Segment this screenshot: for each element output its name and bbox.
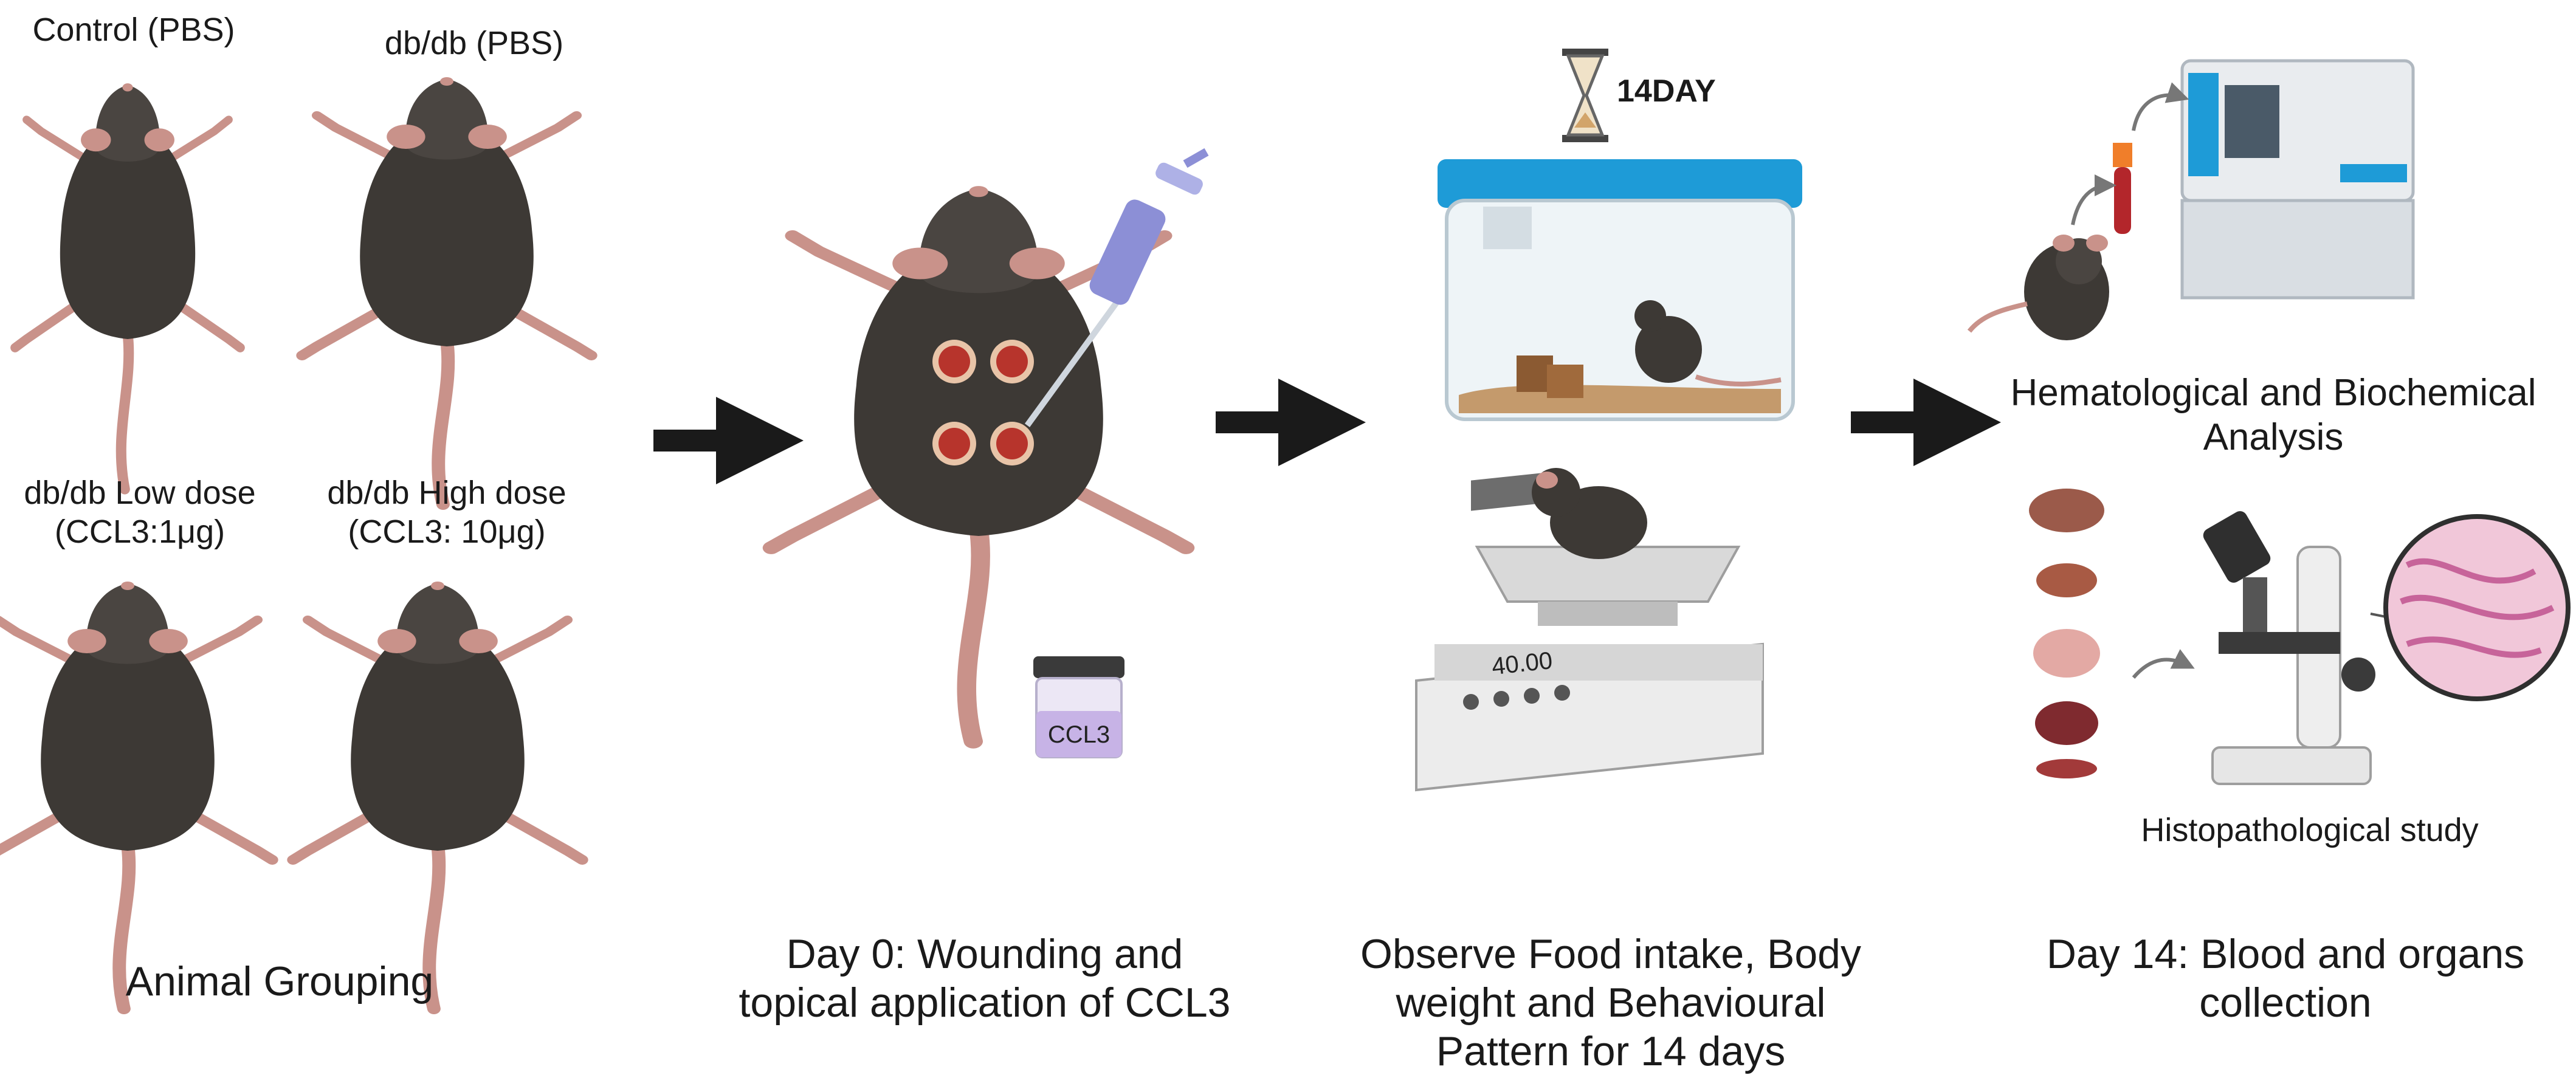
organ-icons [2029, 489, 2104, 778]
microscope-icon [2203, 511, 2375, 785]
arrow-tube-to-analyzer [2132, 82, 2189, 131]
caption-collection: Day 14: Blood and organs collection [2046, 931, 2525, 1026]
caption-animal-grouping: Animal Grouping [125, 958, 434, 1004]
mouse-sitting [1967, 235, 2109, 340]
kidney-icon [2036, 563, 2097, 597]
blood-tube [2113, 143, 2132, 234]
caption-day0: Day 0: Wounding and topical application … [739, 931, 1231, 1026]
tissue-magnifier [2370, 514, 2571, 701]
ccl3-vial: CCL3 [1033, 656, 1124, 758]
analyzer-machine [2180, 59, 2415, 300]
pipette-icon [1024, 148, 1209, 427]
arrow-organs-to-microscope [2132, 649, 2195, 679]
scale-display: 40.00 [1490, 647, 1554, 680]
lung-icon [2033, 629, 2100, 678]
group-label-high-dose: db/db High dose (CCL3: 10μg) [327, 475, 567, 550]
weighing-scale: 40.00 [1415, 468, 1764, 792]
vial-label: CCL3 [1048, 721, 1110, 748]
label-hematological: Hematological and Biochemical Analysis [2010, 372, 2536, 459]
group-label-dbdb: db/db (PBS) [384, 25, 564, 61]
mouse-wounded [771, 186, 1186, 741]
timer-label: 14DAY [1617, 74, 1716, 109]
group-label-control: Control (PBS) [32, 12, 235, 48]
mouse-dbdb [302, 77, 591, 504]
mouse-cage [1438, 159, 1802, 421]
arrow-mouse-to-tube [2071, 174, 2116, 225]
mouse-high-dose [293, 582, 582, 1009]
mouse-control [15, 83, 241, 489]
hourglass-icon [1562, 49, 1608, 142]
liver-icon [2029, 489, 2104, 532]
label-histopathological: Histopathological study [2141, 812, 2479, 848]
heart-icon [2035, 701, 2098, 745]
wound-spots [932, 340, 1034, 465]
spleen-icon [2036, 759, 2097, 778]
caption-observe: Observe Food intake, Body weight and Beh… [1360, 931, 1861, 1075]
group-label-low-dose: db/db Low dose (CCL3:1μg) [24, 475, 256, 550]
mouse-low-dose [0, 582, 272, 1009]
